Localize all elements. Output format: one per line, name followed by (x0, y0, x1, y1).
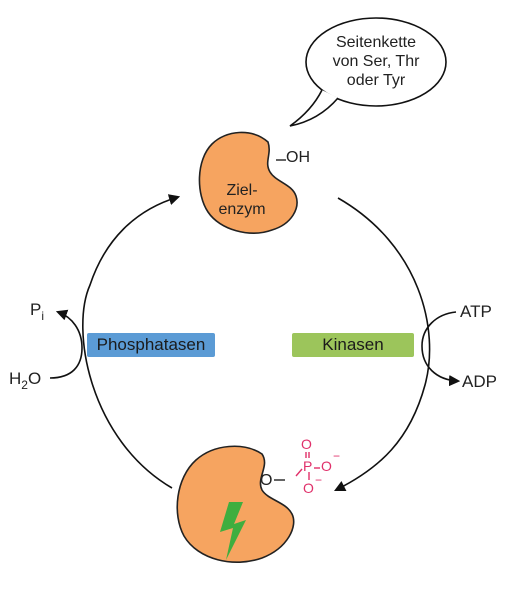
target-enzyme-shape (198, 131, 298, 234)
water-h: H (9, 369, 22, 388)
phosphate-pi-label: Pi (30, 300, 44, 322)
side-chain-line-2: von Ser, Thr (332, 53, 420, 70)
pi-main: P (30, 300, 42, 319)
activation-bolt-icon (220, 502, 246, 560)
adp-label: ADP (462, 372, 497, 391)
water-pi-arrow (49, 309, 83, 379)
side-chain-line-3: oder Tyr (346, 72, 406, 89)
phosphate-o-bottom-charge: − (315, 473, 323, 487)
atp-adp-arrow (421, 311, 461, 387)
phosphate-bonds (274, 452, 320, 481)
water-label: H2O (9, 369, 42, 391)
cycle-arc-left (82, 194, 181, 489)
cycle-arc-right (333, 197, 431, 492)
phosphate-o-right-charge: − (333, 449, 341, 463)
hydroxyl-group-label: OH (286, 149, 310, 166)
water-o: O (27, 369, 42, 388)
phosphatasen-label: Phosphatasen (87, 333, 215, 357)
side-chain-note: Seitenkette von Ser, Thr oder Tyr (318, 33, 434, 90)
phosphate-p: P (303, 458, 313, 474)
side-chain-line-1: Seitenkette (335, 34, 417, 51)
kinasen-label: Kinasen (292, 333, 414, 357)
phosphate-o-bottom: O (303, 480, 314, 496)
water-subscript: 2 (21, 378, 28, 392)
target-enzyme-label: Ziel- enzym (207, 181, 277, 219)
target-enzyme-line-2: enzym (218, 201, 266, 218)
ester-oxygen-label: O (260, 472, 273, 489)
target-enzyme-line-1: Ziel- (226, 182, 258, 199)
atp-label: ATP (460, 302, 492, 321)
speech-bubble (289, 17, 447, 127)
phosphate-o-top: O (301, 436, 312, 452)
phosphate-o-right: O (321, 458, 332, 474)
pi-subscript: i (41, 309, 45, 323)
